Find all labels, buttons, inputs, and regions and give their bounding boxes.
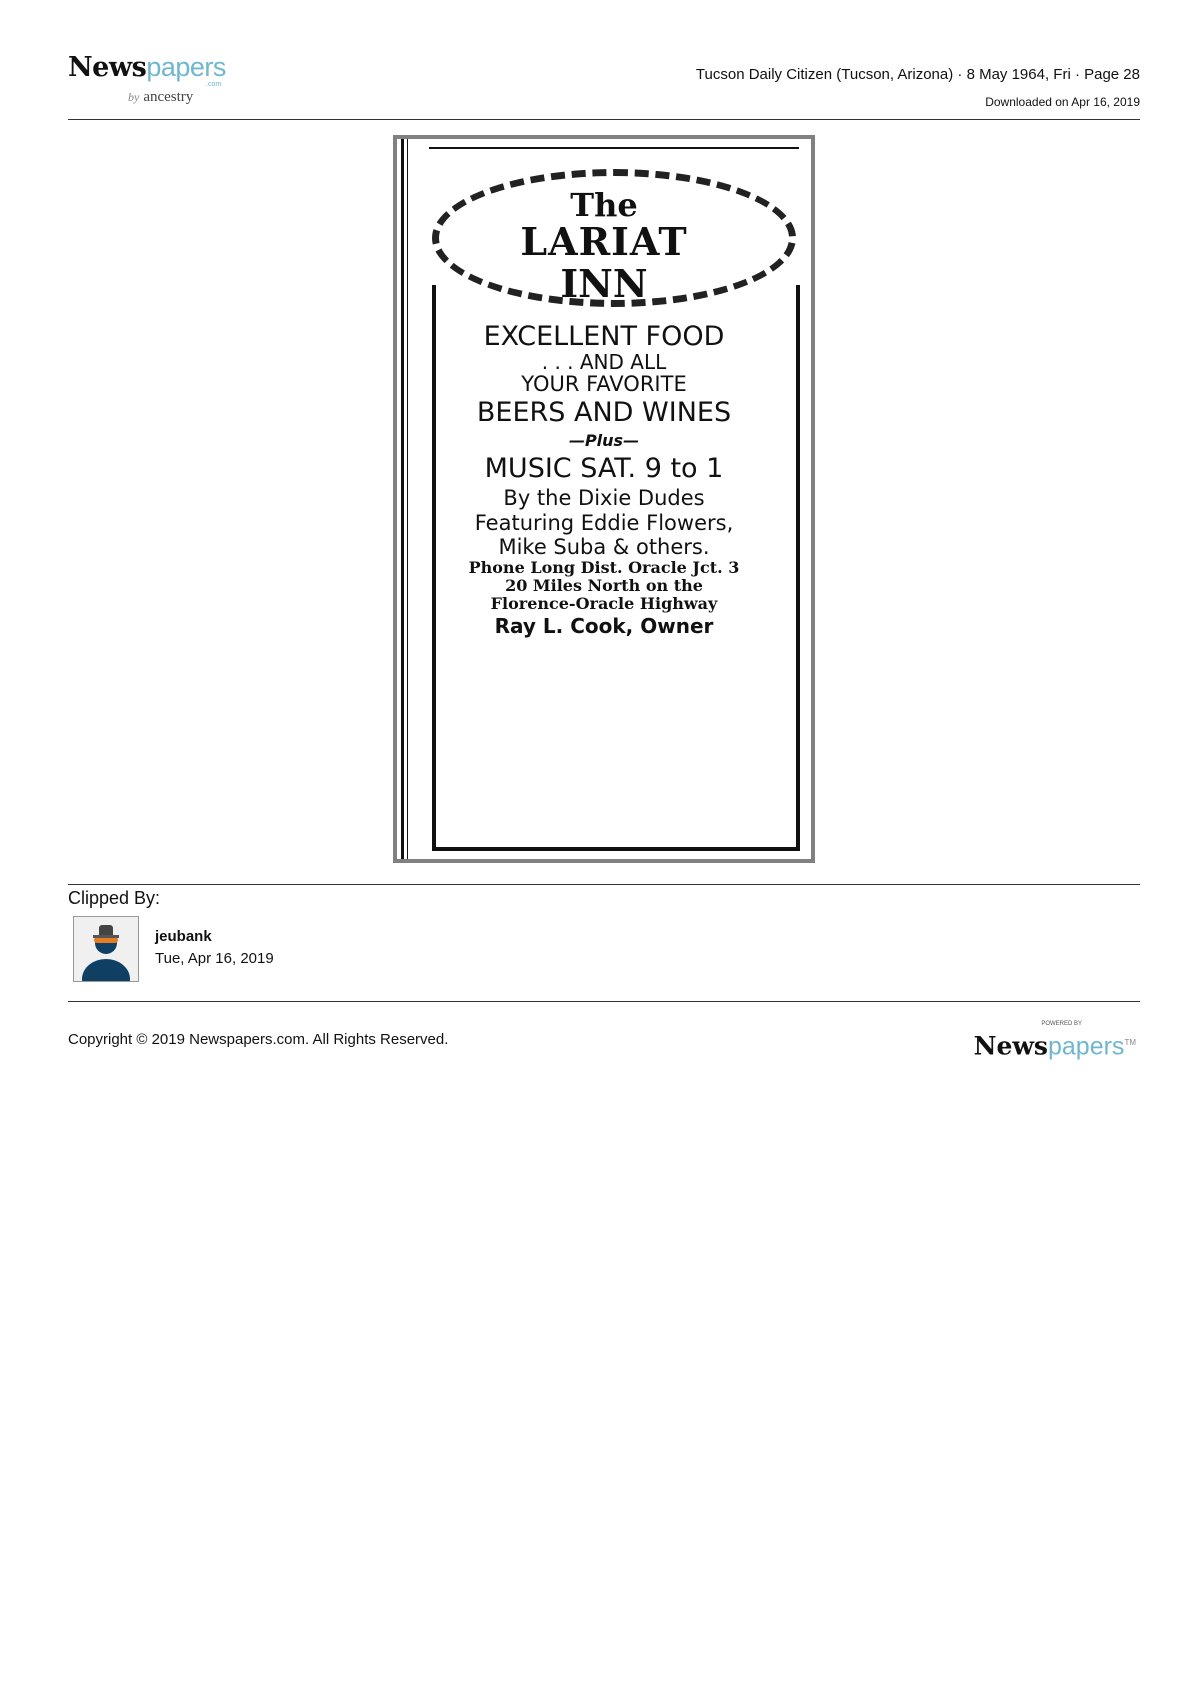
clip-date: Tue, Apr 16, 2019 [155, 950, 274, 967]
clipped-divider [68, 884, 1140, 885]
ad-border-left [432, 285, 436, 850]
logo-domain: .com [206, 81, 222, 88]
ad-title-the: The [570, 186, 638, 224]
ad-line: —Plus— [568, 431, 640, 450]
ad-line: By the Dixie Dudes [503, 486, 705, 510]
footer-divider [68, 1001, 1140, 1002]
newspaper-clipping: The LARIAT INN EXCELLENT FOOD . . . AND … [393, 135, 815, 863]
download-date: Downloaded on Apr 16, 2019 [985, 95, 1140, 109]
footer-newspapers-logo[interactable]: NewspapersTM [973, 1031, 1136, 1061]
ad-line: Florence-Oracle Highway [490, 594, 718, 613]
ad-line: EXCELLENT FOOD [483, 321, 725, 352]
top-rule [429, 147, 799, 149]
ad-line: BEERS AND WINES [476, 397, 732, 428]
ad-line: Phone Long Dist. Oracle Jct. 3 [468, 558, 740, 577]
column-rule [401, 139, 404, 859]
column-rule [407, 139, 408, 859]
powered-by-label: POWERED BY [1041, 1021, 1082, 1027]
ad-line: Ray L. Cook, Owner [494, 614, 714, 638]
ad-line: Mike Suba & others. [498, 535, 710, 559]
newspapers-logo[interactable]: Newspapers [68, 52, 226, 83]
ad-border-bottom [432, 847, 800, 851]
ad-line: Featuring Eddie Flowers, [474, 511, 734, 535]
ad-title-lariat: LARIAT [520, 219, 688, 264]
clipper-username[interactable]: jeubank [155, 928, 212, 945]
header-divider [68, 119, 1140, 120]
lariat-rope-icon [432, 169, 796, 307]
copyright-text: Copyright © 2019 Newspapers.com. All Rig… [68, 1031, 449, 1048]
ad-line: 20 Miles North on the [505, 576, 703, 595]
ad-title-inn: INN [560, 261, 648, 306]
user-silhouette-icon [82, 925, 130, 981]
ad-line: YOUR FAVORITE [521, 372, 687, 396]
clipped-by-label: Clipped By: [68, 888, 161, 908]
user-avatar[interactable] [73, 916, 139, 982]
ad-border-right [796, 285, 800, 850]
ad-line: . . . AND ALL [541, 350, 667, 374]
ad-line: MUSIC SAT. 9 to 1 [484, 453, 724, 484]
source-citation: Tucson Daily Citizen (Tucson, Arizona) ·… [695, 66, 1140, 83]
